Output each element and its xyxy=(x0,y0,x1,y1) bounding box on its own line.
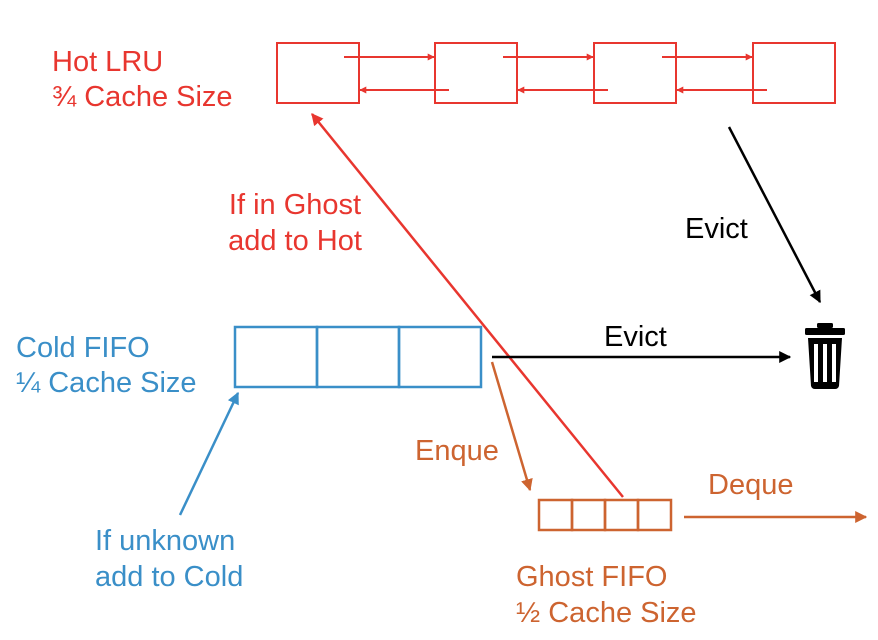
hot-lru-node xyxy=(593,42,677,104)
cold-fifo-title: Cold FIFO xyxy=(16,332,150,364)
hot-lru-node xyxy=(752,42,836,104)
hot-evict-label: Evict xyxy=(685,213,748,245)
cold-fifo-size: ¼ Cache Size xyxy=(16,367,197,399)
cold-evict-label: Evict xyxy=(604,321,667,353)
ghost-fifo-title: Ghost FIFO xyxy=(516,561,668,593)
unknown-label-line2: add to Cold xyxy=(95,561,244,593)
ghost-to-hot-label-line1: If in Ghost xyxy=(228,189,362,221)
hot-lru-title: Hot LRU xyxy=(52,46,164,78)
ghost-fifo-cell xyxy=(537,498,574,532)
ghost-to-hot-label-line2: add to Hot xyxy=(228,225,362,257)
ghost-fifo-cell xyxy=(636,498,673,532)
unknown-to-cold-arrow xyxy=(178,391,240,516)
hot-lru-node xyxy=(434,42,518,104)
hot-evict-arrow xyxy=(727,126,822,304)
cold-fifo-cell xyxy=(315,325,401,389)
trash-can-icon xyxy=(805,323,845,389)
enque-arrow xyxy=(490,361,533,492)
ghost-to-hot-arrow xyxy=(311,113,624,498)
hot-lru-list xyxy=(276,42,836,104)
cold-fifo-queue xyxy=(233,325,483,389)
ghost-fifo-cell xyxy=(603,498,640,532)
cold-fifo-cell xyxy=(233,325,319,389)
hot-lru-node xyxy=(276,42,360,104)
unknown-label-line1: If unknown xyxy=(95,525,236,557)
ghost-fifo-cell xyxy=(570,498,607,532)
ghost-fifo-queue xyxy=(537,498,673,532)
enque-label: Enque xyxy=(415,435,499,467)
deque-label: Deque xyxy=(708,469,794,501)
cold-fifo-cell xyxy=(397,325,483,389)
ghost-fifo-size: ½ Cache Size xyxy=(516,597,697,629)
hot-lru-links xyxy=(344,53,767,94)
hot-lru-size: ¾ Cache Size xyxy=(52,81,233,113)
